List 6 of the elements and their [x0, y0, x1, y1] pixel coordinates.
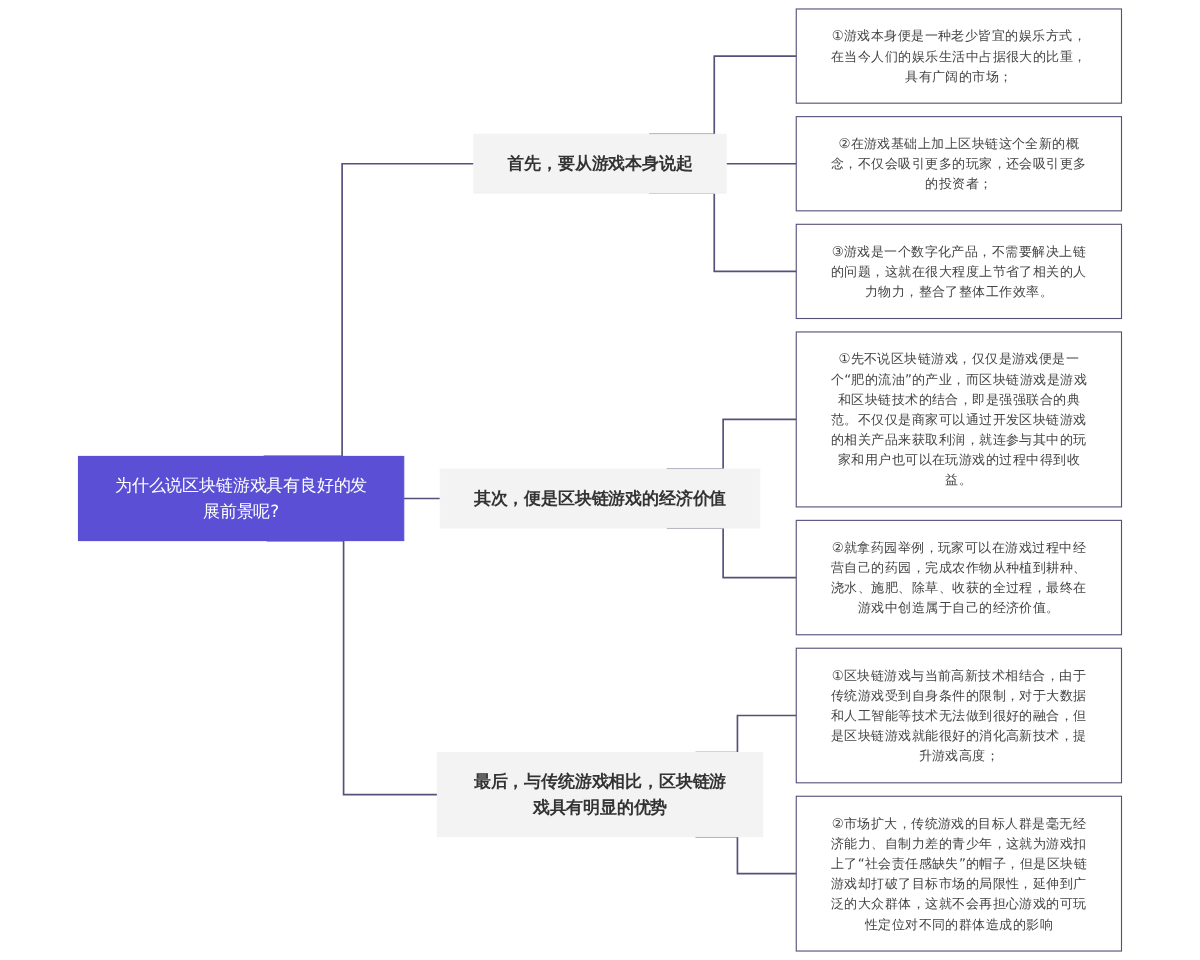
- node-box: 为什么说区块链游戏具有良好的发展前景呢?: [77, 455, 405, 542]
- connector: [402, 497, 442, 500]
- node-box: 其次，便是区块链游戏的经济价值: [439, 468, 761, 529]
- connector: [725, 162, 798, 165]
- node-box: 最后，与传统游戏相比，区块链游戏具有明显的优势: [436, 751, 764, 838]
- node-box: 首先，要从游戏本身说起: [473, 133, 727, 194]
